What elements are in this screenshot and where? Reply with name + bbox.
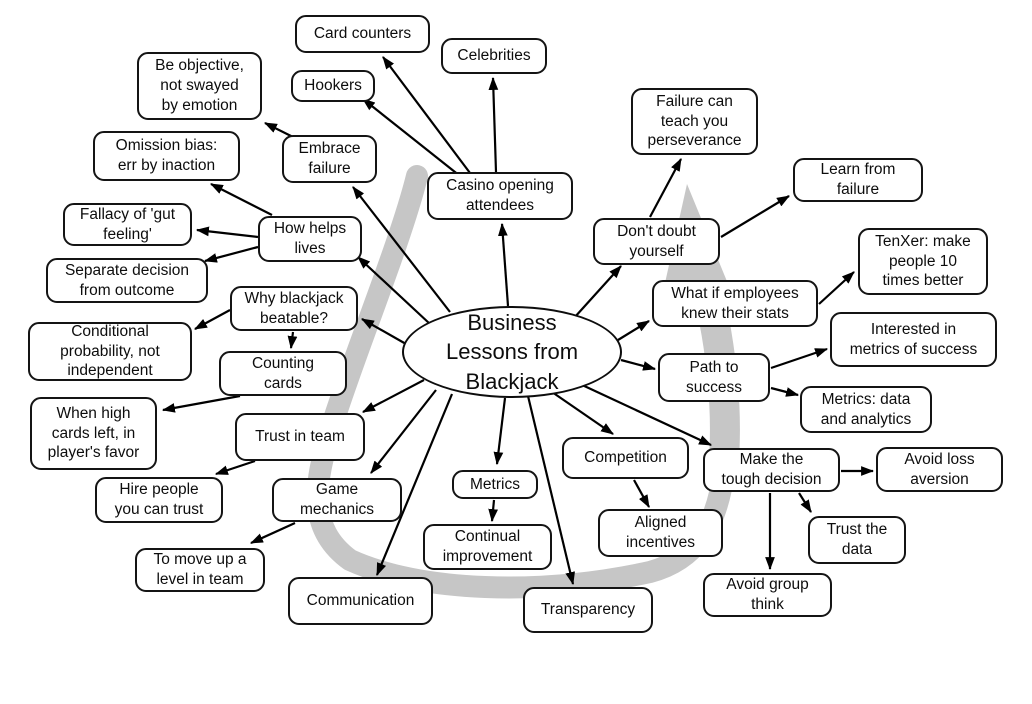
node-hire-people[interactable]: Hire people you can trust — [95, 477, 223, 523]
connector-arrow-make-tough-to-trust-the-data — [798, 492, 812, 513]
connector-arrow-how-helps-lives-to-omission-bias — [210, 183, 273, 216]
node-game-mechanics[interactable]: Game mechanics — [272, 478, 402, 522]
connector-arrow-why-beatable-to-conditional-prob — [194, 309, 231, 330]
node-card-counters[interactable]: Card counters — [295, 15, 430, 53]
connector-arrow-casino-attendees-to-hookers — [362, 98, 461, 177]
connector-arrow-center-to-casino-attendees — [498, 222, 510, 307]
connector-arrow-center-to-transparency — [526, 395, 575, 586]
connector-arrow-casino-attendees-to-card-counters — [382, 56, 471, 174]
node-continual-improvement[interactable]: Continual improvement — [423, 524, 552, 570]
connector-arrow-center-to-competition — [551, 391, 614, 435]
connector-arrow-center-to-path-to-success — [620, 358, 657, 371]
node-hookers[interactable]: Hookers — [291, 70, 375, 102]
node-interested-metrics[interactable]: Interested in metrics of success — [830, 312, 997, 367]
node-competition[interactable]: Competition — [562, 437, 689, 479]
node-when-high-cards[interactable]: When high cards left, in player's favor — [30, 397, 157, 470]
node-trust-in-team[interactable]: Trust in team — [235, 413, 365, 461]
node-counting-cards[interactable]: Counting cards — [219, 351, 347, 396]
connector-arrow-center-to-embrace-failure — [352, 186, 451, 313]
connector-arrow-game-mechanics-to-to-move-up — [250, 521, 296, 545]
node-aligned-incentives[interactable]: Aligned incentives — [598, 509, 723, 557]
connector-arrow-center-to-dont-doubt — [573, 265, 622, 319]
node-separate-decision[interactable]: Separate decision from outcome — [46, 258, 208, 303]
node-avoid-loss[interactable]: Avoid loss aversion — [876, 447, 1003, 492]
node-metrics-data[interactable]: Metrics: data and analytics — [800, 386, 932, 433]
node-tenxer[interactable]: TenXer: make people 10 times better — [858, 228, 988, 295]
node-conditional-prob[interactable]: Conditional probability, not independent — [28, 322, 192, 381]
connector-arrow-center-to-communication — [375, 393, 454, 577]
connector-arrow-dont-doubt-to-learn-from-failure — [720, 195, 790, 238]
connector-arrow-center-to-make-tough — [579, 383, 712, 446]
connector-arrow-center-to-how-helps-lives — [357, 256, 431, 325]
connector-arrow-how-helps-lives-to-separate-decision — [203, 245, 259, 263]
node-to-move-up[interactable]: To move up a level in team — [135, 548, 265, 592]
connector-arrow-center-to-trust-in-team — [362, 379, 425, 413]
node-path-to-success[interactable]: Path to success — [658, 353, 770, 402]
node-trust-the-data[interactable]: Trust the data — [808, 516, 906, 564]
node-what-if-employees[interactable]: What if employees knew their stats — [652, 280, 818, 327]
connector-arrow-what-if-employees-to-tenxer — [818, 271, 855, 305]
node-celebrities[interactable]: Celebrities — [441, 38, 547, 74]
node-failure-teach[interactable]: Failure can teach you perseverance — [631, 88, 758, 155]
node-casino-attendees[interactable]: Casino opening attendees — [427, 172, 573, 220]
node-communication[interactable]: Communication — [288, 577, 433, 625]
node-omission-bias[interactable]: Omission bias: err by inaction — [93, 131, 240, 181]
connector-arrow-metrics-to-continual-improvement — [488, 499, 498, 523]
connector-arrow-center-to-metrics — [493, 397, 507, 466]
connector-arrow-how-helps-lives-to-fallacy-gut — [195, 226, 259, 239]
node-why-beatable[interactable]: Why blackjack beatable? — [230, 286, 358, 331]
node-fallacy-gut[interactable]: Fallacy of 'gut feeling' — [63, 203, 192, 246]
node-learn-from-failure[interactable]: Learn from failure — [793, 158, 923, 202]
connector-arrow-path-to-success-to-interested-metrics — [770, 347, 829, 370]
node-avoid-group[interactable]: Avoid group think — [703, 573, 832, 617]
node-embrace-failure[interactable]: Embrace failure — [282, 135, 377, 183]
central-topic[interactable]: Business Lessons from Blackjack — [402, 306, 622, 398]
node-be-objective[interactable]: Be objective, not swayed by emotion — [137, 52, 262, 120]
node-dont-doubt[interactable]: Don't doubt yourself — [593, 218, 720, 265]
connector-arrow-trust-in-team-to-hire-people — [214, 459, 256, 476]
connector-arrow-center-to-what-if-employees — [617, 320, 650, 341]
node-metrics[interactable]: Metrics — [452, 470, 538, 499]
connector-arrow-competition-to-aligned-incentives — [633, 479, 650, 508]
node-how-helps-lives[interactable]: How helps lives — [258, 216, 362, 262]
node-transparency[interactable]: Transparency — [523, 587, 653, 633]
connector-arrow-center-to-why-beatable — [361, 318, 407, 345]
connector-arrow-casino-attendees-to-celebrities — [488, 76, 499, 173]
connector-arrow-why-beatable-to-counting-cards — [287, 331, 298, 350]
node-make-tough[interactable]: Make the tough decision — [703, 448, 840, 492]
connector-arrow-path-to-success-to-metrics-data — [770, 386, 800, 397]
connector-arrow-embrace-failure-to-be-objective — [264, 122, 294, 138]
connector-arrow-center-to-game-mechanics — [370, 389, 437, 474]
connector-arrow-counting-cards-to-when-high-cards — [161, 394, 241, 413]
connector-arrow-dont-doubt-to-failure-teach — [649, 158, 682, 218]
